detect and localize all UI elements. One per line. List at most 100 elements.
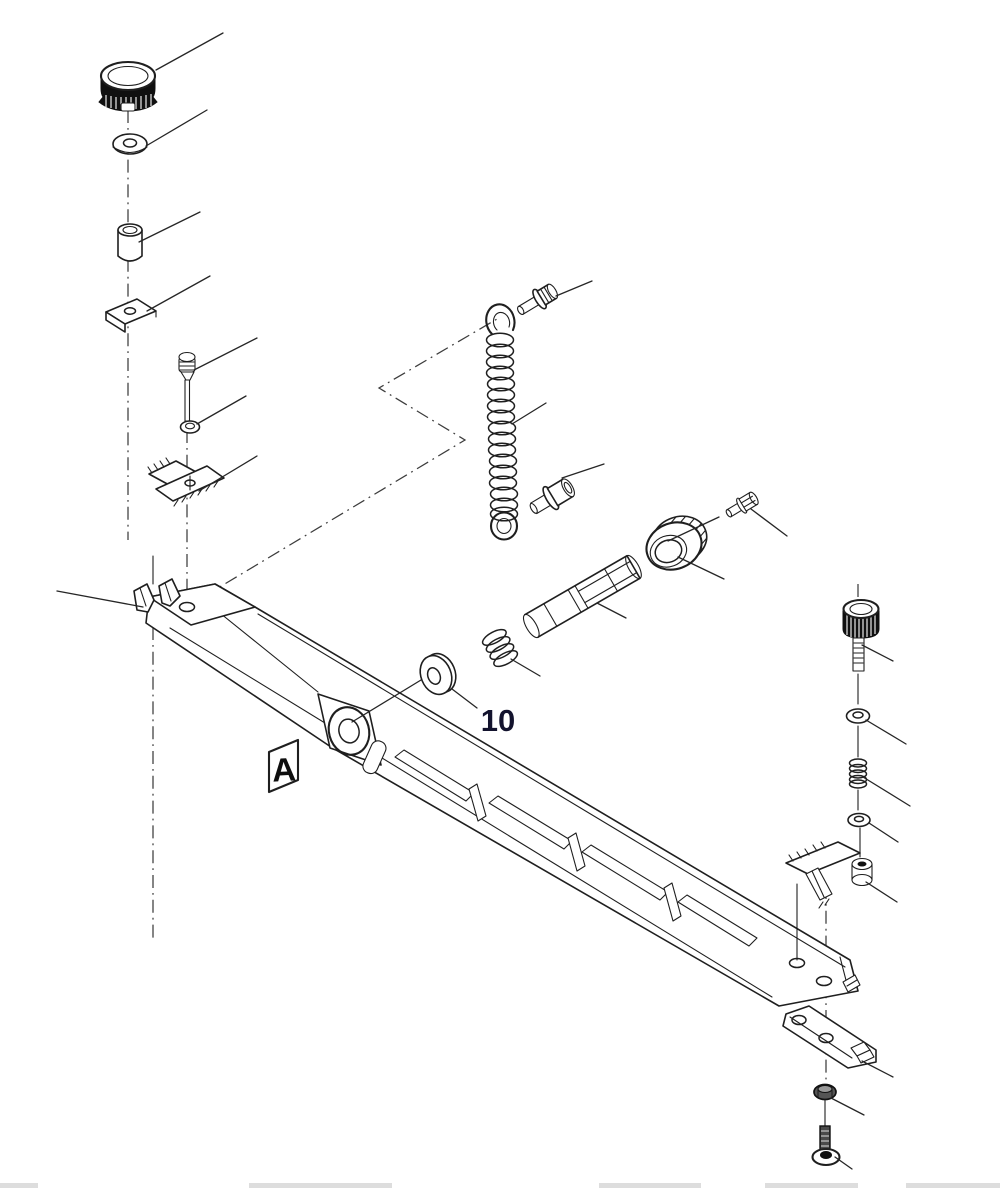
anchor-bolt-tip xyxy=(517,305,525,316)
pivot-bore-inner xyxy=(338,718,360,744)
callout-10: 10 xyxy=(481,703,515,738)
knurl-tick xyxy=(543,286,553,302)
arm-flange-line-bottom xyxy=(169,627,773,998)
screw2-center xyxy=(820,1151,832,1159)
spring-coils xyxy=(485,332,519,522)
table-edge-segment xyxy=(599,1183,701,1188)
shaft-band xyxy=(543,603,558,627)
leader-knurled-nut-up xyxy=(667,516,720,542)
screw-washer-outer xyxy=(179,420,201,434)
hatch xyxy=(173,499,179,507)
leader-washer10 xyxy=(451,688,478,709)
washer-rim xyxy=(112,146,148,154)
spring-top-hook-inner xyxy=(492,311,511,331)
hatch xyxy=(213,480,219,488)
hatch xyxy=(788,854,794,862)
link-hole-2 xyxy=(818,1032,834,1044)
leader-link-plate xyxy=(861,1060,894,1078)
view-label-box: A xyxy=(267,738,300,794)
arm-lug-2 xyxy=(158,578,181,607)
view-label-frame xyxy=(267,738,300,794)
link-plate xyxy=(782,1005,877,1069)
washer-outer xyxy=(112,133,148,155)
leader-hex-bolt xyxy=(750,508,788,537)
knurled-nut xyxy=(645,515,708,571)
hatch xyxy=(189,491,195,499)
leader-knob-right xyxy=(861,644,894,662)
leader-washer-r2 xyxy=(868,822,899,843)
spacer-body xyxy=(117,229,143,262)
clip-hole xyxy=(123,307,137,315)
screw-shank xyxy=(184,379,191,422)
arm-slot-4 xyxy=(677,894,758,947)
shaft-facet xyxy=(577,560,631,592)
hex-bolt xyxy=(725,491,759,518)
pivot-bore-outer xyxy=(327,706,371,756)
screw-washer xyxy=(179,420,201,434)
table-edge-segment xyxy=(765,1183,858,1188)
compression-spring-small xyxy=(481,628,519,668)
nut-face-ring xyxy=(649,534,688,568)
pivot-washer-hole xyxy=(426,667,442,685)
shaft-band xyxy=(574,585,589,609)
screw-cap xyxy=(178,351,196,363)
hatch xyxy=(824,898,830,906)
knob2-stud xyxy=(852,637,865,672)
link-fork-2 xyxy=(856,1049,875,1064)
shaft-right-end xyxy=(625,554,642,580)
arm-lug-1-line xyxy=(139,587,147,607)
hatch xyxy=(159,460,165,468)
leader-shaft xyxy=(596,602,627,619)
arm-lug-2-line xyxy=(164,582,172,602)
knurled-knob-upper xyxy=(98,60,158,112)
leader-screw-bottom xyxy=(834,1156,853,1170)
nut-top xyxy=(817,1084,833,1094)
hex-bolt-tip xyxy=(725,509,733,518)
shaft-facet xyxy=(584,572,638,604)
shaft-left-end xyxy=(522,613,540,639)
spring-top-hook xyxy=(485,303,516,336)
leader-washer-r1 xyxy=(865,719,907,745)
link-hole-1 xyxy=(791,1014,807,1026)
shaft-band xyxy=(603,568,619,592)
leader-bracket-left xyxy=(198,455,258,492)
bracket2-boss-hole xyxy=(857,861,867,867)
hatch xyxy=(812,844,818,852)
hex-bolt-head-end xyxy=(748,491,759,506)
knob-top-inner xyxy=(107,65,149,87)
knurl-tick xyxy=(540,288,550,304)
screw-washer-hole xyxy=(184,422,196,430)
table-edge-segment xyxy=(906,1183,1000,1188)
hatch xyxy=(804,848,810,856)
leader-washer-upper xyxy=(145,109,208,147)
centerlines xyxy=(127,110,859,1084)
clamp-bracket-left xyxy=(147,457,225,507)
table-edge-segment xyxy=(0,1183,38,1188)
bracket2-foot xyxy=(805,867,833,901)
arm-slot-round xyxy=(362,740,387,775)
knob2-top-inner xyxy=(849,602,873,616)
shaft-band xyxy=(567,589,582,613)
clip-flange xyxy=(105,311,126,333)
hatch xyxy=(153,463,159,471)
arm-end-notch-line xyxy=(846,979,858,987)
stepped-pin xyxy=(529,478,575,515)
hex-nut-bottom xyxy=(813,1083,837,1127)
leader-spring-right xyxy=(862,776,911,807)
arm-rib-2 xyxy=(567,832,586,872)
clip-nut-plate xyxy=(105,298,157,333)
cylindrical-spacer xyxy=(117,223,143,262)
leader-spacer xyxy=(138,211,201,243)
spring-bottom-loop-inner xyxy=(496,517,512,535)
leader-knurled-nut-down xyxy=(677,556,725,580)
arm-anchor-hole xyxy=(178,601,196,613)
leader-stepped-pin xyxy=(561,463,605,479)
arm-end-hole-2 xyxy=(815,975,833,987)
screw-taper xyxy=(180,371,195,381)
spacer-bore xyxy=(122,225,138,235)
knob-hub xyxy=(120,102,136,112)
leader-arm-left xyxy=(56,590,144,608)
arm-flange-line-top xyxy=(257,613,846,968)
arm-rib-1 xyxy=(468,783,487,822)
